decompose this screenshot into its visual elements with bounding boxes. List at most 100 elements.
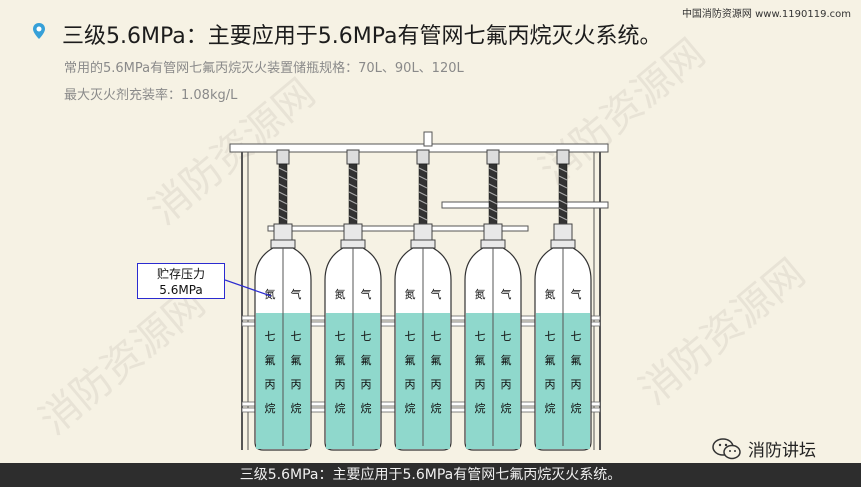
agent-label: 氟	[501, 354, 512, 367]
agent-label: 氟	[431, 354, 442, 367]
agent-label: 烷	[405, 401, 416, 415]
agent-label: 烷	[475, 401, 486, 415]
hose-wire	[348, 167, 358, 173]
hose-wire	[278, 183, 288, 189]
hose-wire	[558, 191, 568, 197]
hose-wire	[558, 207, 568, 213]
manifold-pipe	[441, 201, 609, 209]
site-watermark: 中国消防资源网 www.1190119.com	[681, 9, 851, 20]
agent-label: 丙	[571, 378, 582, 391]
agent-label: 丙	[361, 378, 372, 391]
callout-label: 贮存压力	[156, 267, 205, 281]
valve-head	[486, 149, 500, 165]
agent-label: 丙	[335, 378, 346, 391]
hose-wire	[488, 215, 498, 221]
manifold-pipe	[267, 225, 529, 232]
hose-wire	[488, 183, 498, 189]
valve-collar	[340, 239, 366, 249]
hose-wire	[278, 215, 288, 221]
vent-stub	[423, 131, 433, 147]
cylinder-valve	[413, 223, 433, 241]
hose-wire	[418, 191, 428, 197]
hose-wire	[488, 191, 498, 197]
wechat-logo: 消防讲坛	[712, 436, 816, 461]
agent-label: 烷	[291, 401, 302, 415]
gas-label: 氮	[335, 287, 346, 301]
agent-label: 七	[431, 330, 442, 343]
agent-label: 氟	[545, 354, 556, 367]
agent-label: 七	[361, 330, 372, 343]
hose-wire	[278, 199, 288, 205]
hose-wire	[348, 207, 358, 213]
agent-label: 氟	[291, 354, 302, 367]
valve-head	[416, 149, 430, 165]
agent-label: 氟	[475, 354, 486, 367]
agent-label: 氟	[265, 354, 276, 367]
hose-wire	[278, 191, 288, 197]
hose-wire	[558, 167, 568, 173]
agent-label: 氟	[405, 354, 416, 367]
hose-wire	[278, 167, 288, 173]
caption-bar: 三级5.6MPa：主要应用于5.6MPa有管网七氟丙烷灭火系统。	[0, 463, 861, 487]
hose-wire	[558, 175, 568, 181]
agent-label: 丙	[475, 378, 486, 391]
hose-wire	[418, 175, 428, 181]
agent-label: 氟	[335, 354, 346, 367]
gas-label: 氮	[405, 287, 416, 301]
hose-wire	[418, 215, 428, 221]
agent-label: 七	[405, 330, 416, 343]
hose-wire	[348, 199, 358, 205]
hose-wire	[488, 207, 498, 213]
gas-label: 气	[571, 287, 582, 301]
callout-value: 5.6MPa	[159, 283, 203, 297]
valve-head	[276, 149, 290, 165]
callout-pointer	[225, 279, 272, 297]
storage-pressure-callout: 贮存压力 5.6MPa	[137, 263, 225, 299]
hose-wire	[278, 207, 288, 213]
cylinder-spec-text: 常用的5.6MPa有管网七氟丙烷灭火装置储瓶规格：70L、90L、120L	[64, 61, 464, 76]
agent-label: 丙	[405, 378, 416, 391]
hose-wire	[488, 175, 498, 181]
hose-wire	[488, 167, 498, 173]
gas-label: 气	[291, 287, 302, 301]
gas-label: 气	[431, 287, 442, 301]
agent-label: 七	[335, 330, 346, 343]
valve-head	[346, 149, 360, 165]
agent-label: 烷	[571, 401, 582, 415]
valve-collar	[270, 239, 296, 249]
cylinder-valve	[483, 223, 503, 241]
valve-collar	[480, 239, 506, 249]
cylinder-valve	[343, 223, 363, 241]
gas-label: 气	[501, 287, 512, 301]
hose-wire	[348, 191, 358, 197]
agent-label: 烷	[265, 401, 276, 415]
agent-label: 烷	[431, 401, 442, 415]
valve-collar	[550, 239, 576, 249]
agent-label: 七	[501, 330, 512, 343]
hose-wire	[488, 199, 498, 205]
agent-label: 丙	[501, 378, 512, 391]
hose-wire	[418, 207, 428, 213]
hose-wire	[418, 199, 428, 205]
hose-wire	[418, 167, 428, 173]
valve-collar	[410, 239, 436, 249]
agent-label: 烷	[361, 401, 372, 415]
agent-label: 氟	[361, 354, 372, 367]
location-pin-icon	[33, 23, 45, 39]
watermark: 消防资源网	[631, 250, 814, 414]
hose-wire	[558, 215, 568, 221]
fill-rate-text: 最大灭火剂充装率：1.08kg/L	[64, 88, 238, 103]
logo-text: 消防讲坛	[748, 441, 816, 461]
page-title: 三级5.6MPa：主要应用于5.6MPa有管网七氟丙烷灭火系统。	[62, 24, 662, 49]
agent-label: 烷	[335, 401, 346, 415]
gas-label: 氮	[265, 287, 276, 301]
hose-wire	[558, 183, 568, 189]
agent-label: 烷	[501, 401, 512, 415]
hose-wire	[348, 183, 358, 189]
agent-label: 丙	[291, 378, 302, 391]
cylinder-valve	[273, 223, 293, 241]
agent-label: 氟	[571, 354, 582, 367]
agent-label: 七	[545, 330, 556, 343]
cylinder-rack-diagram: 氮气七氟丙烷七氟丙烷氮气七氟丙烷七氟丙烷氮气七氟丙烷七氟丙烷氮气七氟丙烷七氟丙烷…	[229, 131, 609, 451]
hose-wire	[418, 183, 428, 189]
